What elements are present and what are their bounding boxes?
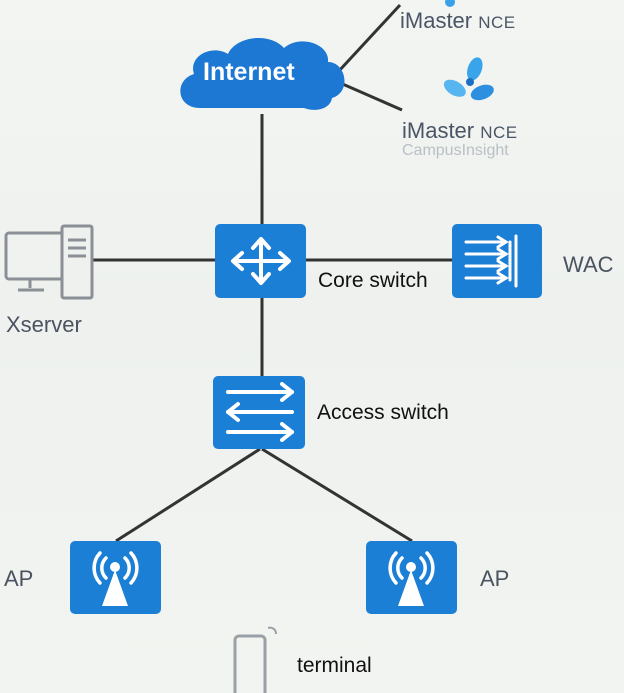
terminal-label: terminal (297, 654, 372, 677)
imaster-top-suffix: NCE (478, 13, 516, 32)
access-switch-label: Access switch (317, 401, 449, 424)
wireless-controller-icon (452, 224, 542, 298)
imaster-top-name: iMaster (400, 8, 473, 33)
core-switch-label: Core switch (318, 269, 428, 292)
imaster-bottom-suffix: NCE (480, 123, 518, 142)
internet-cloud-icon (180, 37, 345, 110)
desktop-computer-icon (4, 224, 94, 300)
link-internet-imaster-top (336, 3, 402, 74)
imaster-top-label: iMaster NCE (400, 8, 516, 34)
wifi-antenna-icon (70, 541, 161, 614)
xserver-label: Xserver (6, 312, 82, 337)
link-access-ap-left (115, 447, 261, 543)
imaster-bottom-name: iMaster (402, 118, 475, 143)
imaster-top-logo-icon (445, 0, 455, 7)
router-arrows-icon (215, 224, 306, 298)
ap-left-label: AP (4, 566, 34, 591)
connection-lines (92, 3, 452, 543)
link-access-ap-right (261, 447, 413, 543)
ap-right-label: AP (480, 566, 510, 591)
propeller-logo-icon (443, 57, 494, 101)
wac-label: WAC (563, 252, 614, 277)
mobile-phone-icon (233, 626, 277, 693)
imaster-bottom-subtitle: CampusInsight (402, 142, 509, 159)
imaster-bottom-label: iMaster NCE CampusInsight (402, 118, 518, 160)
internet-label: Internet (203, 58, 295, 86)
switch-arrows-icon (213, 376, 305, 449)
link-internet-imaster-bottom (337, 80, 403, 112)
wifi-antenna-icon (366, 541, 457, 614)
